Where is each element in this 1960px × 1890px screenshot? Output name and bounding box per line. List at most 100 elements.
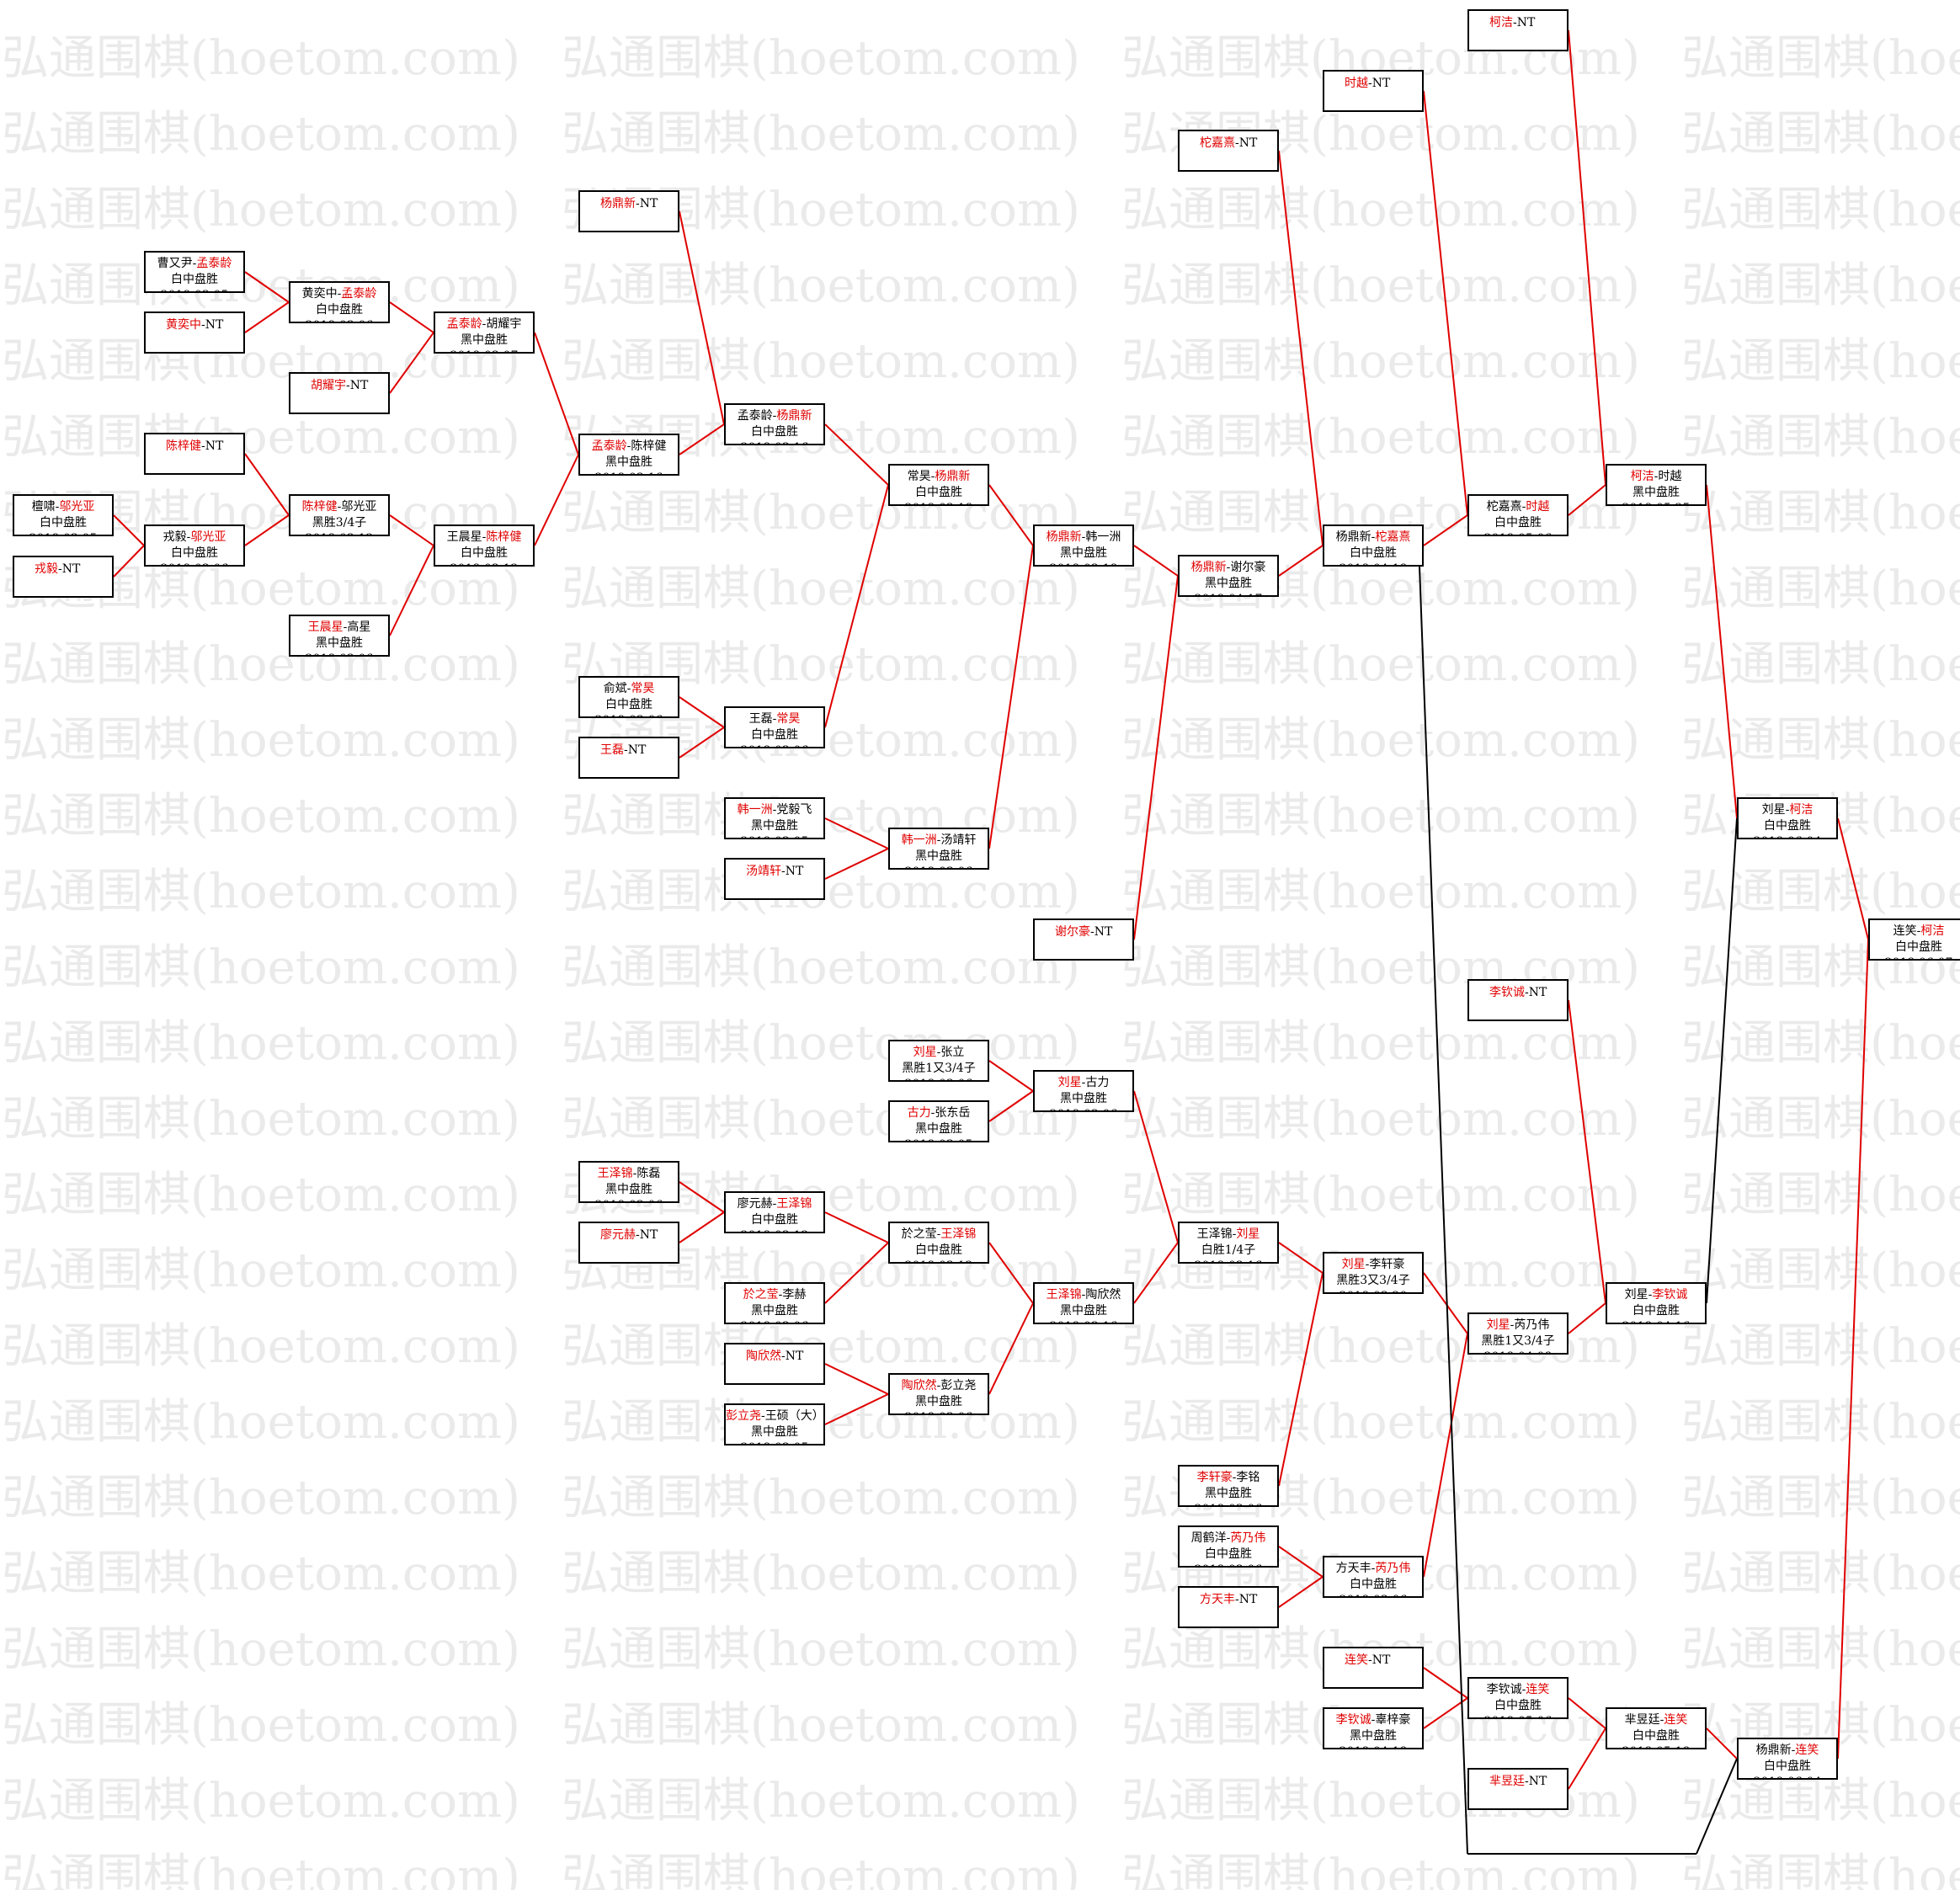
matchup: 杨鼎新-柁嘉熹 (1335, 530, 1411, 544)
matchup: 胡耀宇-NT (311, 379, 369, 392)
bracket-connector (824, 1211, 889, 1243)
game-result: 白中盘胜 (1764, 1760, 1811, 1773)
bracket-connector (244, 514, 290, 546)
game-date: 2018-03-12 (435, 562, 533, 565)
bracket-connector (1568, 1697, 1606, 1729)
bracket-connector (1133, 1242, 1179, 1304)
game-date: 2018-04-16 (1607, 1319, 1705, 1323)
game-result: 黑中盘胜 (461, 333, 508, 347)
player-name: 俞斌 (603, 682, 627, 695)
player-name: 杨鼎新 (776, 409, 812, 423)
player-name: 王磊 (748, 712, 773, 726)
watermark-text: 弘通围棋(hoetom.com) (1121, 410, 1640, 465)
game-result: 黑中盘胜 (915, 849, 962, 863)
player-name: NT (785, 865, 804, 878)
game-date: 2018-03-05 (14, 531, 112, 535)
bracket-connector (1133, 575, 1179, 940)
game-date: 2018-04-18 (1324, 562, 1422, 565)
watermark-text: 弘通围棋(hoetom.com) (2, 1395, 520, 1450)
player-name: NT (1371, 77, 1391, 90)
matchup: 王泽锦-刘星 (1196, 1227, 1260, 1241)
player-name: 孟泰龄 (737, 409, 773, 423)
bracket-connector (1419, 566, 1468, 1855)
game-box: 古力-张东岳黑中盘胜2018-03-05 (888, 1100, 989, 1142)
matchup: 檀啸-邬光亚 (31, 500, 95, 514)
bracket-connector (679, 727, 725, 759)
game-box: 胡耀宇-NT (289, 372, 390, 414)
bracket-connector (824, 484, 889, 728)
bracket-connector (1568, 1728, 1606, 1790)
game-date: 2018-03-06 (290, 318, 388, 322)
game-date: 2018-05-06 (1469, 531, 1567, 535)
matchup: 杨鼎新-谢尔豪 (1190, 561, 1266, 574)
player-name: 王硕（大） (764, 1409, 824, 1423)
player-name: 辜梓豪 (1375, 1713, 1411, 1727)
game-result: 黑胜3又3/4子 (1336, 1274, 1410, 1287)
game-result: 黑中盘胜 (751, 1304, 798, 1318)
watermark-text: 弘通围棋(hoetom.com) (1121, 183, 1640, 237)
watermark-text: 弘通围棋(hoetom.com) (1681, 562, 1960, 616)
game-result: 黑中盘胜 (915, 1122, 962, 1136)
bracket-connector (824, 1393, 889, 1425)
game-result: 白中盘胜 (751, 425, 798, 439)
player-name: 邬光亚 (190, 530, 226, 544)
player-name: 连笑 (1345, 1653, 1368, 1667)
watermark-text: 弘通围棋(hoetom.com) (1681, 107, 1960, 162)
player-name: 芈昱廷 (1624, 1713, 1660, 1727)
player-name: 陈梓健 (486, 530, 522, 544)
matchup: 刘星-古力 (1057, 1076, 1110, 1089)
game-box: 方天丰-芮乃伟白中盘胜2018-03-06 (1323, 1556, 1424, 1598)
game-date: 2018-03-16 (726, 440, 823, 444)
bracket-connector (244, 453, 290, 516)
player-name: NT (1528, 986, 1547, 999)
game-result: 白中盘胜 (40, 516, 87, 530)
player-name: 邬光亚 (341, 500, 377, 514)
player-name: 王泽锦 (597, 1167, 633, 1180)
matchup: 陈梓健-NT (166, 439, 224, 453)
player-name: 曹又尹 (157, 257, 193, 270)
player-name: NT (205, 439, 224, 453)
player-name: 戎毅 (35, 562, 58, 576)
bracket-connector (988, 484, 1034, 546)
game-result: 黑中盘胜 (1632, 486, 1680, 499)
bracket-connector (824, 848, 889, 880)
game-box: 刘星-古力黑中盘胜2018-03-06 (1033, 1070, 1134, 1112)
matchup: 刘星-芮乃伟 (1486, 1318, 1550, 1332)
player-name: 刘星 (1341, 1258, 1366, 1271)
bracket-connector (679, 1211, 725, 1243)
watermark-text: 弘通围棋(hoetom.com) (2, 1016, 520, 1071)
bracket-connector (988, 1302, 1034, 1395)
player-name: 李赫 (782, 1288, 807, 1302)
game-date: 2018-03-06 (580, 713, 678, 716)
bracket-connector (389, 514, 434, 546)
game-date: 2018-05-06 (1469, 1714, 1567, 1717)
game-result: 黑胜1又3/4子 (902, 1062, 976, 1075)
game-box: 杨鼎新-NT (578, 190, 679, 232)
matchup: 刘星-张立 (913, 1046, 965, 1059)
player-name: 杨鼎新 (1190, 561, 1227, 574)
bracket-connector (988, 1242, 1034, 1304)
game-result: 白中盘胜 (1494, 516, 1542, 530)
game-box: 韩一洲-汤靖轩黑中盘胜2018-03-06 (888, 828, 989, 870)
matchup: 曹又尹-孟泰龄 (157, 257, 232, 270)
player-name: 孟泰龄 (196, 257, 232, 270)
game-box: 时越-NT (1323, 70, 1424, 112)
game-date: 2018-03-06 (1324, 1593, 1422, 1596)
game-box: 戎毅-邬光亚白中盘胜2018-03-06 (144, 524, 245, 567)
player-name: 孟泰龄 (446, 317, 482, 331)
watermark-text: 弘通围棋(hoetom.com) (1121, 713, 1640, 768)
player-name: 李轩豪 (1196, 1471, 1233, 1484)
bracket-connector (1837, 817, 1869, 940)
watermark-text: 弘通围棋(hoetom.com) (2, 1850, 520, 1890)
game-date: 2018-03-06 (290, 652, 388, 655)
game-result: 白中盘胜 (1764, 819, 1811, 833)
bracket-connector (1423, 514, 1468, 546)
watermark-text: 弘通围棋(hoetom.com) (562, 1774, 1080, 1829)
bracket-connector (824, 1242, 889, 1304)
watermark-text: 弘通围棋(hoetom.com) (1681, 486, 1960, 540)
game-date: 2018-03-12 (726, 1228, 823, 1232)
player-name: 孟泰龄 (341, 287, 377, 301)
bracket-connector (1696, 1758, 1738, 1855)
